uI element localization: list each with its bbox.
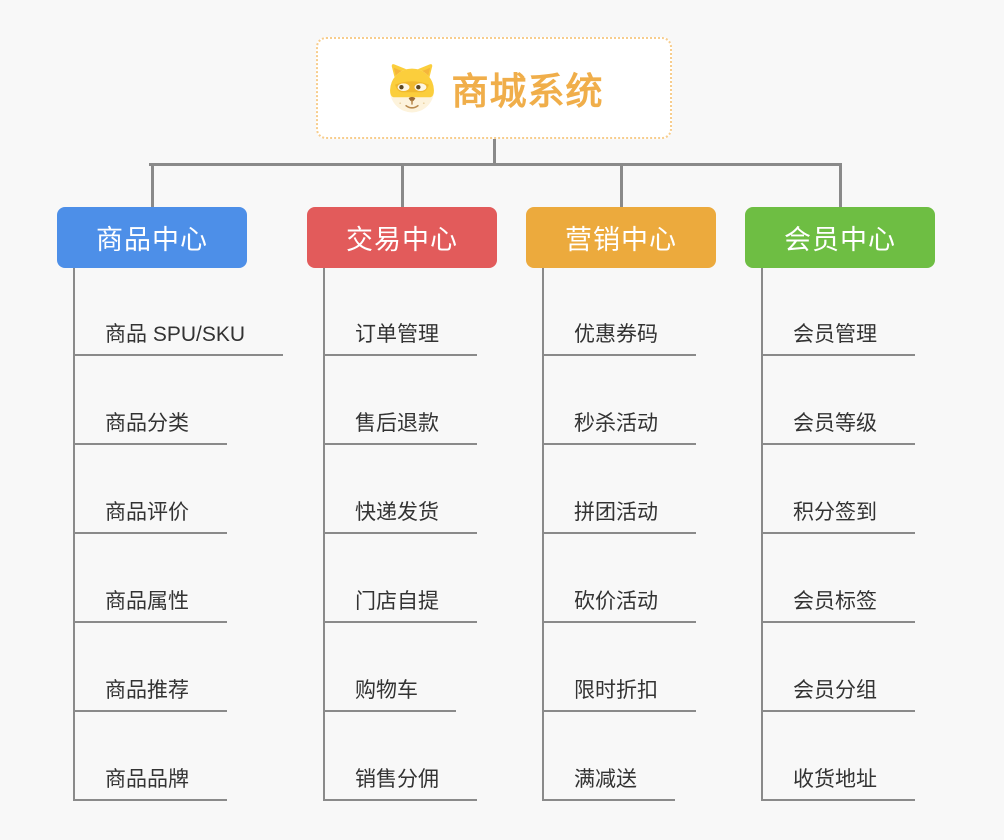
leaf-topic[interactable]: 砍价活动: [542, 577, 696, 623]
leaf-topic-label: 订单管理: [355, 323, 439, 346]
leaf-topic[interactable]: 购物车: [323, 666, 456, 712]
leaf-topic-label: 拼团活动: [574, 501, 658, 524]
leaf-topic[interactable]: 订单管理: [323, 310, 477, 356]
branch-topic-label: 商品中心: [96, 225, 208, 255]
leaf-topic-label: 限时折扣: [574, 679, 658, 702]
root-topic-label: 商城系统: [451, 71, 604, 112]
branch-topic[interactable]: 营销中心: [526, 207, 716, 268]
leaf-topic-label: 会员标签: [793, 590, 877, 613]
leaf-topic-label: 售后退款: [355, 412, 439, 435]
leaf-topic-label: 会员管理: [793, 323, 877, 346]
leaf-topic-label: 收货地址: [793, 768, 877, 791]
leaf-topic[interactable]: 积分签到: [761, 488, 915, 534]
leaf-topic[interactable]: 商品分类: [73, 399, 227, 445]
leaf-topic[interactable]: 商品属性: [73, 577, 227, 623]
leaf-topic[interactable]: 销售分佣: [323, 755, 477, 801]
leaf-topic-label: 优惠券码: [574, 323, 658, 346]
leaf-topic[interactable]: 商品 SPU/SKU: [73, 310, 284, 356]
connector-branch-trunk: [323, 268, 325, 801]
connector-branch-drop: [150, 163, 154, 209]
connector-branch-drop: [619, 163, 623, 209]
leaf-topic-label: 商品推荐: [105, 679, 189, 702]
connector-branch-drop: [838, 163, 842, 209]
leaf-topic-label: 商品评价: [105, 501, 189, 524]
leaf-topic-label: 会员分组: [793, 679, 877, 702]
leaf-topic[interactable]: 满减送: [542, 755, 675, 801]
leaf-topic[interactable]: 优惠券码: [542, 310, 696, 356]
branch-topic-label: 交易中心: [346, 225, 458, 255]
leaf-topic[interactable]: 会员等级: [761, 399, 915, 445]
leaf-topic-label: 积分签到: [793, 501, 877, 524]
leaf-topic-label: 秒杀活动: [574, 412, 658, 435]
leaf-topic[interactable]: 商品推荐: [73, 666, 227, 712]
leaf-topic[interactable]: 会员管理: [761, 310, 915, 356]
leaf-topic[interactable]: 商品评价: [73, 488, 227, 534]
leaf-topic-label: 满减送: [574, 768, 637, 791]
branch-topic[interactable]: 交易中心: [307, 207, 497, 268]
leaf-topic-label: 砍价活动: [574, 590, 658, 613]
leaf-topic-label: 快递发货: [355, 501, 439, 524]
branch-topic-label: 营销中心: [565, 225, 677, 255]
connector-root-stub: [493, 139, 496, 166]
branch-topic[interactable]: 商品中心: [57, 207, 247, 268]
leaf-topic[interactable]: 门店自提: [323, 577, 477, 623]
leaf-topic[interactable]: 会员标签: [761, 577, 915, 623]
branch-topic[interactable]: 会员中心: [745, 207, 935, 268]
leaf-topic[interactable]: 售后退款: [323, 399, 477, 445]
leaf-topic-label: 会员等级: [793, 412, 877, 435]
leaf-topic-label: 销售分佣: [355, 768, 439, 791]
leaf-topic[interactable]: 拼团活动: [542, 488, 696, 534]
leaf-topic-label: 商品品牌: [105, 768, 189, 791]
leaf-topic[interactable]: 限时折扣: [542, 666, 696, 712]
connector-branch-trunk: [73, 268, 75, 801]
connector-branch-trunk: [542, 268, 544, 801]
branch-topic-label: 会员中心: [784, 225, 896, 255]
leaf-topic[interactable]: 快递发货: [323, 488, 477, 534]
leaf-topic[interactable]: 收货地址: [761, 755, 915, 801]
leaf-topic[interactable]: 秒杀活动: [542, 399, 696, 445]
leaf-topic-label: 商品 SPU/SKU: [105, 323, 246, 346]
leaf-topic-label: 商品属性: [105, 590, 189, 613]
leaf-topic-label: 门店自提: [355, 590, 439, 613]
leaf-topic-label: 商品分类: [105, 412, 189, 435]
leaf-topic-label: 购物车: [355, 679, 418, 702]
leaf-topic[interactable]: 会员分组: [761, 666, 915, 712]
connector-branch-trunk: [761, 268, 763, 801]
dog-face-icon: [389, 64, 434, 113]
leaf-topic[interactable]: 商品品牌: [73, 755, 227, 801]
root-topic[interactable]: 商城系统: [316, 37, 672, 139]
connector-horizontal: [149, 163, 840, 166]
connector-branch-drop: [400, 163, 404, 209]
